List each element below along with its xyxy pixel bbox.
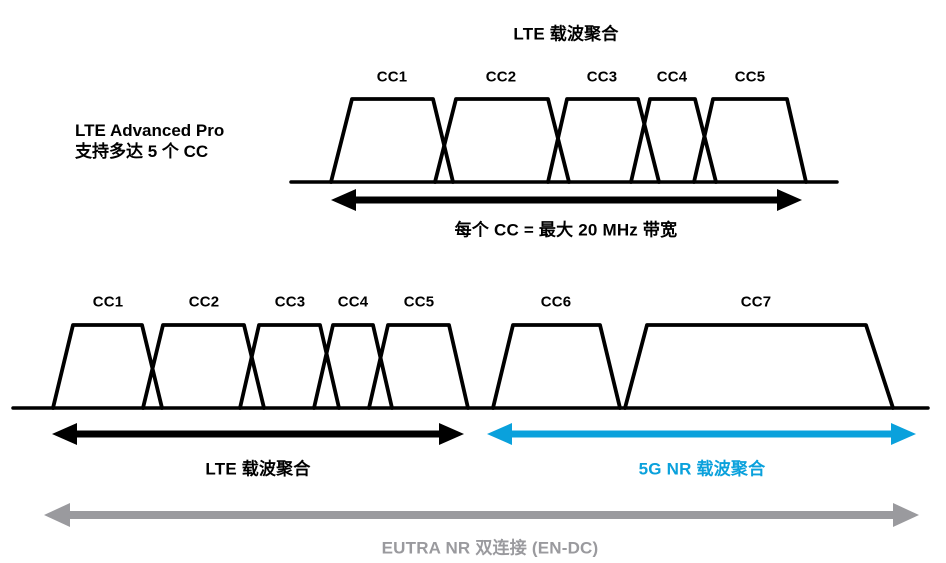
bottom-cc2-label: CC2	[188, 293, 220, 311]
nr-ca-arrow-right-head	[891, 423, 916, 445]
bottom-carrier-group	[11, 323, 930, 410]
lte-advanced-pro-label: LTE Advanced Pro 支持多达 5 个 CC	[75, 120, 224, 162]
top-cc3-label: CC3	[586, 68, 618, 86]
bandwidth-arrow-label: 每个 CC = 最大 20 MHz 带宽	[454, 220, 678, 240]
bottom-carrier-trapezoid-cc3	[238, 323, 341, 410]
top-carrier-trapezoid-cc1	[329, 97, 455, 184]
lte-ca-arrow	[52, 423, 464, 445]
top-cc1-label: CC1	[376, 68, 408, 86]
diagram-title: LTE 载波聚合	[513, 24, 619, 44]
nr-ca-arrow	[487, 423, 916, 445]
endc-arrow	[44, 503, 919, 527]
bottom-cc3-label: CC3	[274, 293, 306, 311]
lte-ca-arrow-label: LTE 载波聚合	[205, 459, 311, 479]
bottom-carrier-trapezoid-cc5	[367, 323, 470, 410]
bottom-carrier-trapezoid-cc4	[312, 323, 394, 410]
top-carrier-group	[289, 97, 839, 184]
bottom-cc6-label: CC6	[540, 293, 572, 311]
top-cc2-label: CC2	[485, 68, 517, 86]
endc-arrow-label: EUTRA NR 双连接 (EN-DC)	[381, 538, 599, 558]
nr-ca-arrow-label: 5G NR 载波聚合	[638, 459, 766, 479]
top-carrier-trapezoid-cc3	[546, 97, 661, 184]
top-carrier-trapezoid-cc4	[629, 97, 718, 184]
top-carrier-trapezoid-cc2	[433, 97, 571, 184]
bottom-carrier-trapezoid-cc2	[141, 323, 266, 410]
bottom-cc4-label: CC4	[337, 293, 369, 311]
endc-arrow-right-head	[893, 503, 919, 527]
bottom-cc7-label: CC7	[740, 293, 772, 311]
lte-ca-arrow-right-head	[439, 423, 464, 445]
top-cc4-label: CC4	[656, 68, 688, 86]
bandwidth-arrow	[331, 189, 802, 211]
nr-ca-arrow-left-head	[487, 423, 512, 445]
top-carrier-trapezoid-cc5	[692, 97, 808, 184]
top-cc5-label: CC5	[734, 68, 766, 86]
lte-ca-arrow-left-head	[52, 423, 77, 445]
endc-arrow-left-head	[44, 503, 70, 527]
bandwidth-arrow-right-head	[777, 189, 802, 211]
bottom-carrier-trapezoid-cc7	[623, 323, 895, 410]
lte-advanced-pro-line1: LTE Advanced Pro	[75, 121, 225, 140]
bandwidth-arrow-left-head	[331, 189, 356, 211]
bottom-carrier-trapezoid-cc6	[491, 323, 622, 410]
bottom-cc5-label: CC5	[403, 293, 435, 311]
lte-advanced-pro-line2: 支持多达 5 个 CC	[75, 142, 209, 161]
bottom-cc1-label: CC1	[92, 293, 124, 311]
